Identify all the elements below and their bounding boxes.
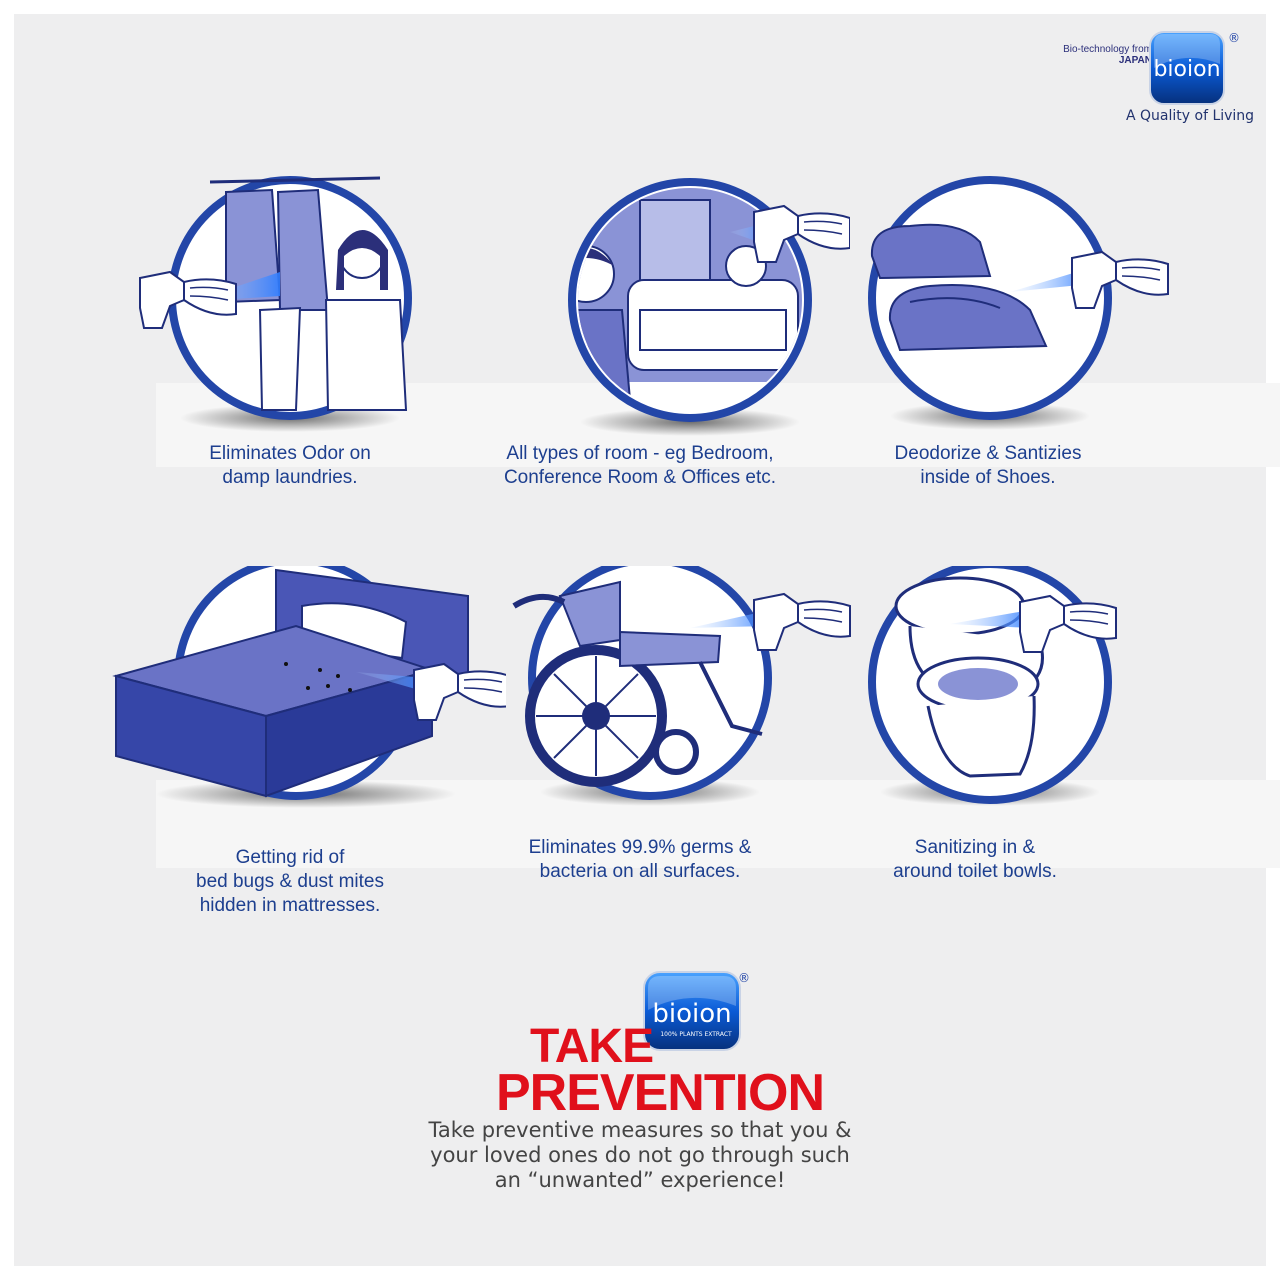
registered-mark-bottom: ® [738, 971, 750, 985]
logo-bottom-text: bioion [652, 999, 731, 1029]
caption-shoes: Deodorize & Santizies inside of Shoes. [894, 443, 1082, 488]
mattress-icon [112, 566, 506, 808]
registered-mark: ® [1228, 31, 1240, 45]
caption-mattress: Getting rid of bed bugs & dust mites hid… [196, 847, 384, 916]
wheelchair-icon [512, 566, 851, 806]
caption-toilet: Sanitizing in & around toilet bowls. [893, 837, 1057, 882]
caption-wheelchair: Eliminates 99.9% germs & bacteria on all… [528, 837, 752, 882]
headline-prevention: PREVENTION [496, 1064, 825, 1122]
caption-room: All types of room - eg Bedroom, Conferen… [503, 443, 777, 488]
plants-extract-text: 100% PLANTS EXTRACT [660, 1031, 732, 1038]
caption-laundry: Eliminates Odor on damp laundries. [209, 443, 371, 488]
brand-quality: A Quality of Living [1126, 108, 1255, 124]
headline-take: TAKE [530, 1020, 654, 1073]
shoes-icon [868, 176, 1169, 430]
laundry-icon [139, 176, 412, 432]
brand-origin: Bio-technology from JAPAN [1063, 44, 1152, 66]
logo-top-text: bioion [1153, 57, 1220, 82]
brand-origin-line1: Bio-technology from [1063, 44, 1152, 55]
bioion-logo-top: bioion ® [1149, 31, 1240, 105]
bioion-logo-bottom: bioion 100% PLANTS EXTRACT ® [643, 971, 750, 1051]
toilet-icon [868, 566, 1117, 806]
brand-origin-line2: JAPAN [1118, 55, 1152, 66]
room-icon [568, 178, 850, 436]
footer-message: Take preventive measures so that you & y… [428, 1118, 852, 1192]
